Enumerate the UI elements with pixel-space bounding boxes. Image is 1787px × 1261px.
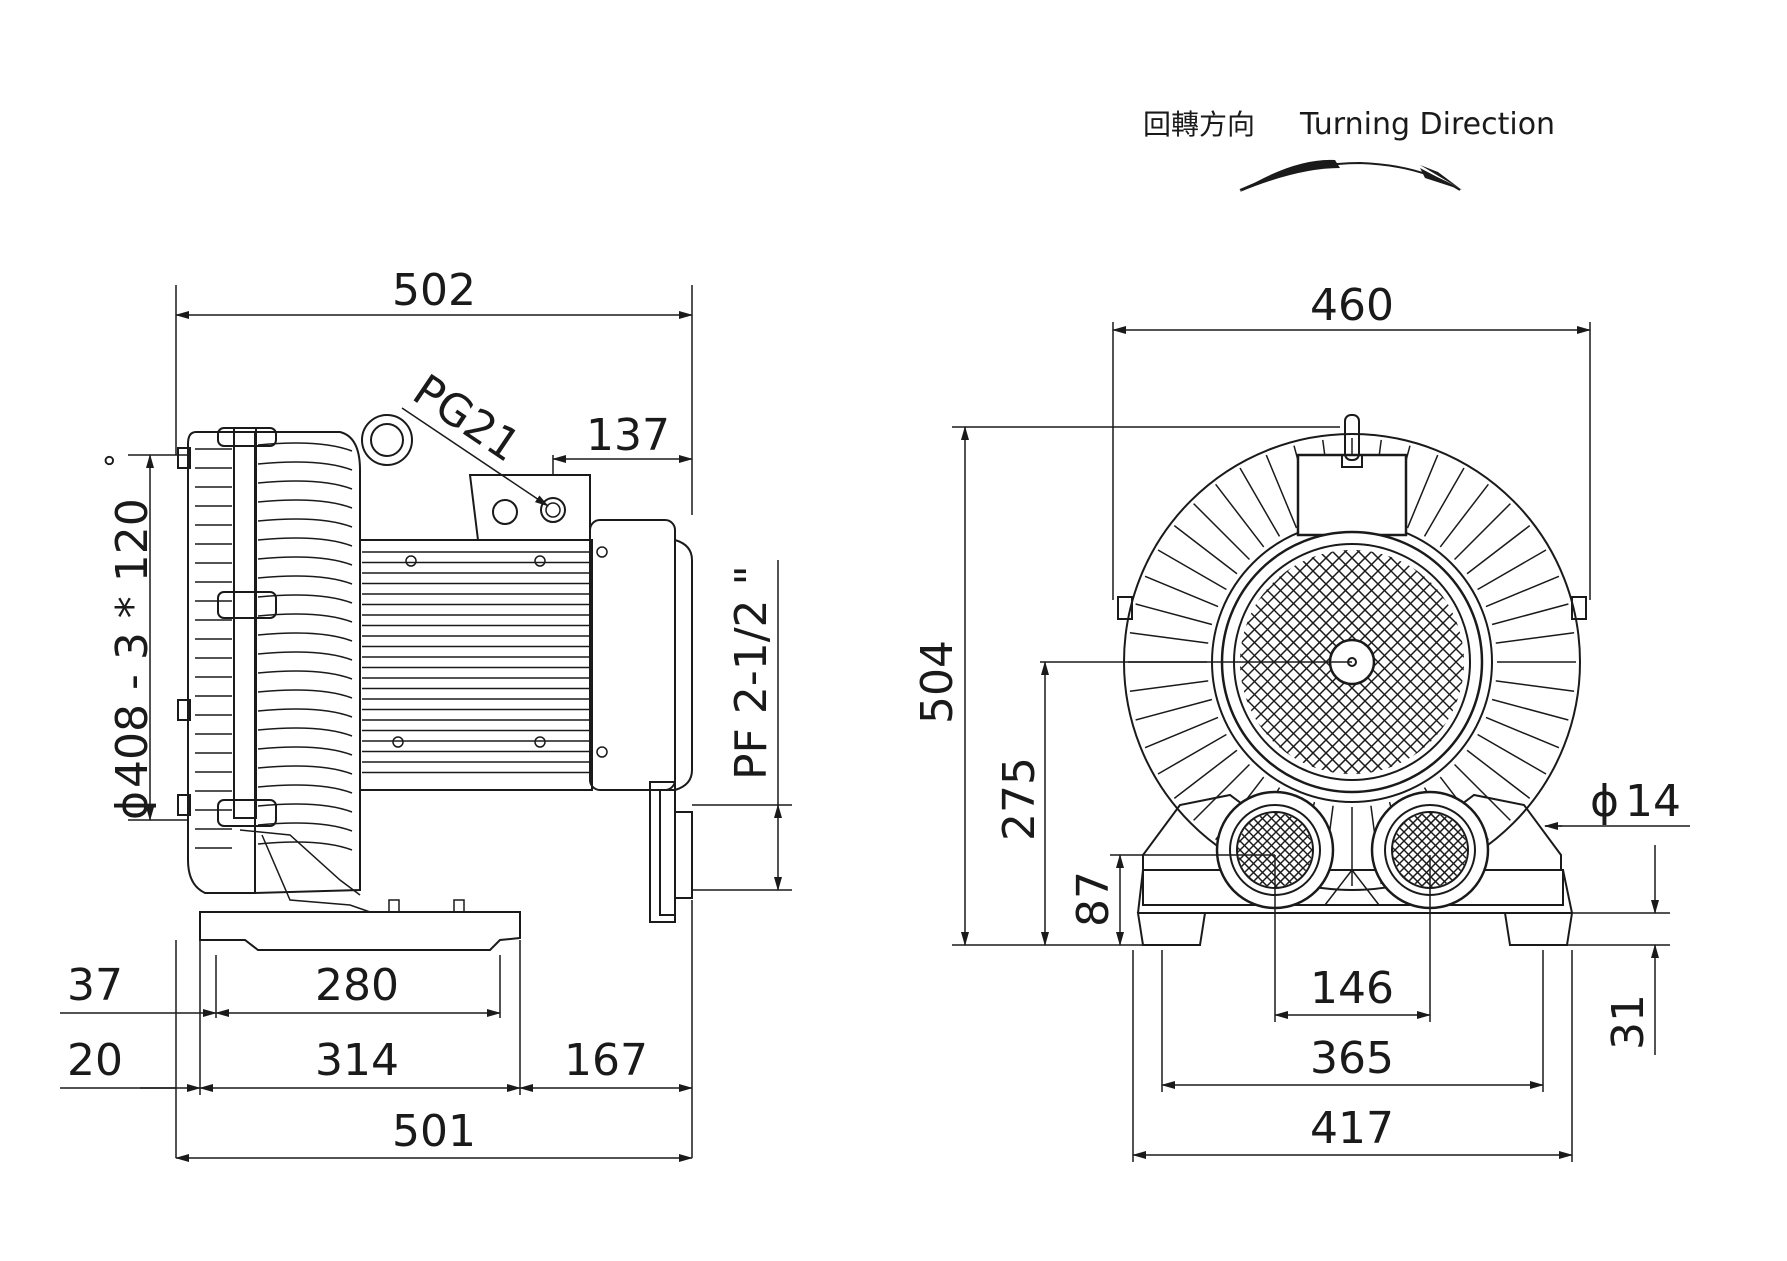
dim-motor-overhang: 167 [564, 1035, 648, 1086]
rotation-arrow-head [1240, 159, 1340, 192]
dim-base-length: 314 [315, 1035, 399, 1086]
dim-gland-offset: 137 [586, 410, 670, 461]
fan-fins [195, 442, 353, 851]
turning-direction-english: Turning Direction [1299, 107, 1555, 142]
hole-phi-symbol: ϕ [1590, 776, 1619, 827]
front-view: 460 [912, 280, 1690, 1162]
dim-mount-hole-spacing: 280 [315, 960, 399, 1011]
flange-phi-symbol: ϕ [107, 791, 158, 820]
flange-degree-symbol: ° [100, 453, 135, 468]
motor-body [359, 519, 693, 791]
dim-mount-spacing: 365 [1310, 1033, 1394, 1084]
turning-direction-indicator: 回轉方向 Turning Direction [1143, 107, 1555, 192]
dim-foot-height: 31 [1603, 994, 1654, 1050]
port-thread-label: PF 2-1/2 " [726, 565, 777, 780]
outlet-port [649, 781, 693, 923]
dim-flange-spec: 408 - 3 * 120 [107, 498, 158, 788]
terminal-box [468, 474, 591, 541]
dim-base-offset-upper: 37 [67, 960, 123, 1011]
dim-overall-width-top: 502 [392, 265, 476, 316]
dim-overall-width-bottom: 501 [392, 1106, 476, 1157]
dim-base-width: 417 [1310, 1103, 1394, 1154]
cable-gland-icon [540, 497, 566, 523]
side-view: 502 [60, 265, 792, 1162]
dim-hole-diameter: 14 [1625, 776, 1681, 827]
dim-overall-height: 504 [912, 640, 963, 724]
dim-front-overall-width: 460 [1310, 280, 1394, 331]
fan-housing [177, 427, 361, 895]
cable-gland-label: PG21 [404, 365, 529, 472]
side-base [199, 829, 521, 951]
dim-shaft-height: 275 [994, 757, 1045, 841]
dim-port-height: 87 [1068, 871, 1119, 927]
turning-direction-chinese: 回轉方向 [1143, 108, 1255, 141]
lifting-eye [361, 414, 413, 466]
motor-end-cap [589, 519, 676, 791]
flange-ring [233, 427, 257, 819]
dim-base-offset-lower: 20 [67, 1035, 123, 1086]
dim-port-spacing: 146 [1310, 963, 1394, 1014]
